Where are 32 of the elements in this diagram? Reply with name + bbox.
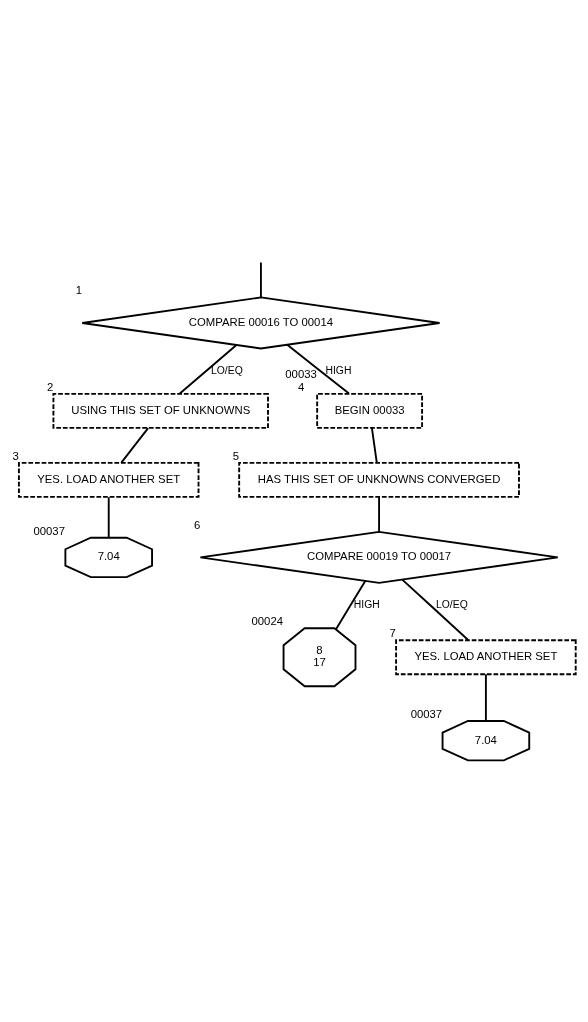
- node-label: 2: [46, 380, 54, 393]
- connector: [370, 427, 378, 464]
- connector: [286, 343, 350, 395]
- connector: [401, 578, 470, 641]
- connector: [335, 580, 367, 631]
- node-label: 3: [12, 449, 19, 462]
- edge-label: LO/EQ: [436, 599, 468, 611]
- connector: [120, 427, 150, 464]
- node-label: 00037: [33, 524, 65, 537]
- connector: [378, 496, 381, 533]
- node-label: 7: [389, 627, 396, 640]
- node-label: 00037: [410, 707, 443, 720]
- node-diamond: COMPARE 00019 TO 00017: [199, 530, 559, 584]
- node-label: 1: [75, 284, 83, 297]
- node-box: USING THIS SET OF UNKNOWNS: [52, 392, 269, 429]
- node-label: 4: [297, 380, 305, 393]
- node-box: HAS THIS SET OF UNKNOWNS CONVERGED: [238, 461, 520, 498]
- edge-label: LO/EQ: [211, 364, 243, 376]
- node-label: 5: [232, 449, 240, 462]
- connector: [178, 344, 238, 395]
- node-label: 00024: [251, 615, 284, 628]
- connector: [107, 496, 110, 539]
- edge-label: HIGH: [353, 599, 380, 611]
- node-box: YES. LOAD ANOTHER SET: [395, 639, 577, 676]
- connector: [259, 261, 262, 299]
- node-box: YES. LOAD ANOTHER SET: [17, 461, 200, 498]
- node-box: BEGIN 00033: [316, 392, 424, 429]
- node-label: 6: [193, 518, 201, 531]
- edge-label: HIGH: [325, 364, 352, 376]
- connector: [484, 673, 487, 723]
- node-diamond: COMPARE 00016 TO 00014: [81, 296, 441, 350]
- node-label: 00033: [285, 368, 317, 381]
